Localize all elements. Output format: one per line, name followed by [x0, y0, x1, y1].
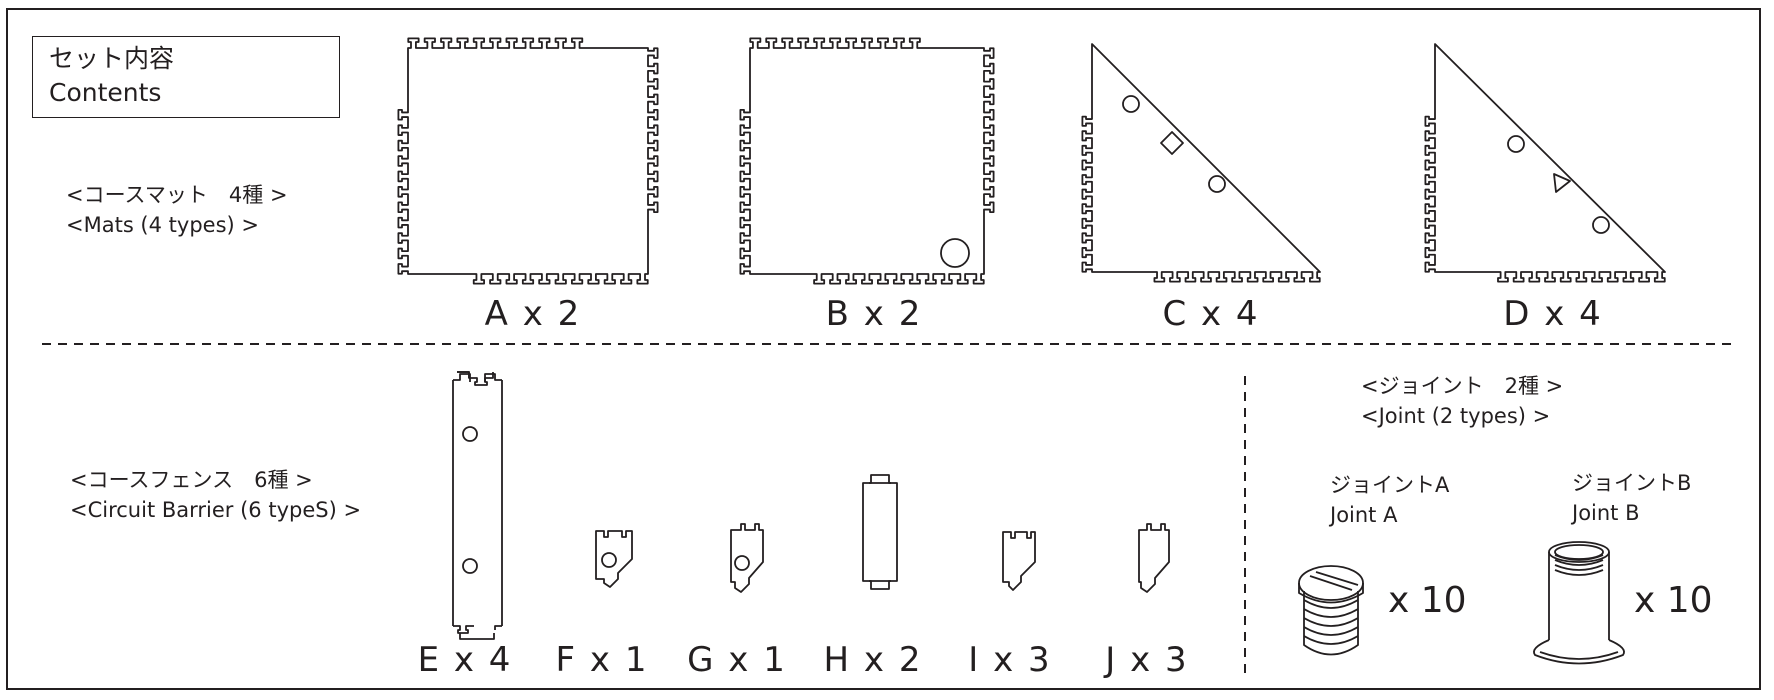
- mat-c-illustration: [1081, 43, 1321, 283]
- barrier-j-illustration: [1138, 523, 1170, 593]
- title-jp: セット内容: [49, 44, 175, 73]
- mat-outline: [1424, 43, 1666, 283]
- joint-a-illustration: [1298, 565, 1364, 656]
- mat-d-label: D x 4: [1503, 294, 1603, 334]
- mats-label-en: <Mats (4 types) >: [66, 213, 259, 237]
- barrier-f-label: F x 1: [555, 640, 649, 680]
- mat-a-label: A x 2: [484, 294, 582, 334]
- joint-b-name: ジョイントB Joint B: [1572, 468, 1691, 528]
- joint-a-name-jp: ジョイントA: [1330, 473, 1450, 497]
- barrier-i-label: I x 3: [968, 640, 1052, 680]
- barrier-i-illustration: [1002, 531, 1036, 591]
- mat-c-circle-mark: [1122, 95, 1140, 113]
- mat-outline: [397, 37, 659, 285]
- mat-outline: [739, 37, 995, 285]
- mat-b-label: B x 2: [825, 294, 923, 334]
- mat-d-illustration: [1424, 43, 1666, 283]
- barrier-f-illustration: [595, 530, 633, 588]
- barrier-g-illustration: [730, 523, 764, 593]
- barrier-e-label: E x 4: [417, 640, 513, 680]
- joint-a-name-en: Joint A: [1330, 503, 1398, 527]
- mat-c-diamond-mark: [1160, 131, 1184, 155]
- joint-b-name-en: Joint B: [1572, 501, 1640, 525]
- joint-label-jp: <ジョイント 2種 >: [1361, 374, 1564, 398]
- barrier-g-label: G x 1: [687, 640, 787, 680]
- barrier-label-en: <Circuit Barrier (6 typeS) >: [70, 498, 362, 522]
- mat-d-circle-mark: [1592, 216, 1610, 234]
- contents-title-box: セット内容 Contents: [32, 36, 340, 118]
- mat-c-label: C x 4: [1162, 294, 1260, 334]
- mat-outline: [1081, 43, 1321, 283]
- joint-b-illustration: [1533, 541, 1625, 665]
- joint-label-en: <Joint (2 types) >: [1361, 404, 1551, 428]
- barrier-j-label: J x 3: [1105, 640, 1189, 680]
- barrier-section-label: <コースフェンス 6種 > <Circuit Barrier (6 typeS)…: [70, 465, 361, 525]
- joint-b-name-jp: ジョイントB: [1572, 471, 1692, 495]
- barrier-h-illustration: [862, 474, 898, 590]
- mat-b-circle-mark: [940, 238, 970, 268]
- joint-section-label: <ジョイント 2種 > <Joint (2 types) >: [1361, 371, 1563, 431]
- title-en: Contents: [49, 78, 162, 107]
- barrier-e-illustration: [452, 371, 503, 640]
- mat-d-circle-mark: [1507, 135, 1525, 153]
- joint-a-name: ジョイントA Joint A: [1330, 470, 1449, 530]
- mat-d-triangle-mark: [1553, 173, 1571, 193]
- mat-a-illustration: [397, 37, 659, 285]
- joint-a-quantity: x 10: [1388, 580, 1467, 621]
- mats-label-jp: <コースマット 4種 >: [66, 183, 288, 207]
- barrier-h-label: H x 2: [823, 640, 923, 680]
- joint-b-quantity: x 10: [1634, 580, 1713, 621]
- mats-section-label: <コースマット 4種 > <Mats (4 types) >: [66, 180, 288, 240]
- contents-frame: [6, 8, 1761, 690]
- barrier-label-jp: <コースフェンス 6種 >: [70, 468, 313, 492]
- mat-b-illustration: [739, 37, 995, 285]
- mat-c-circle-mark: [1208, 175, 1226, 193]
